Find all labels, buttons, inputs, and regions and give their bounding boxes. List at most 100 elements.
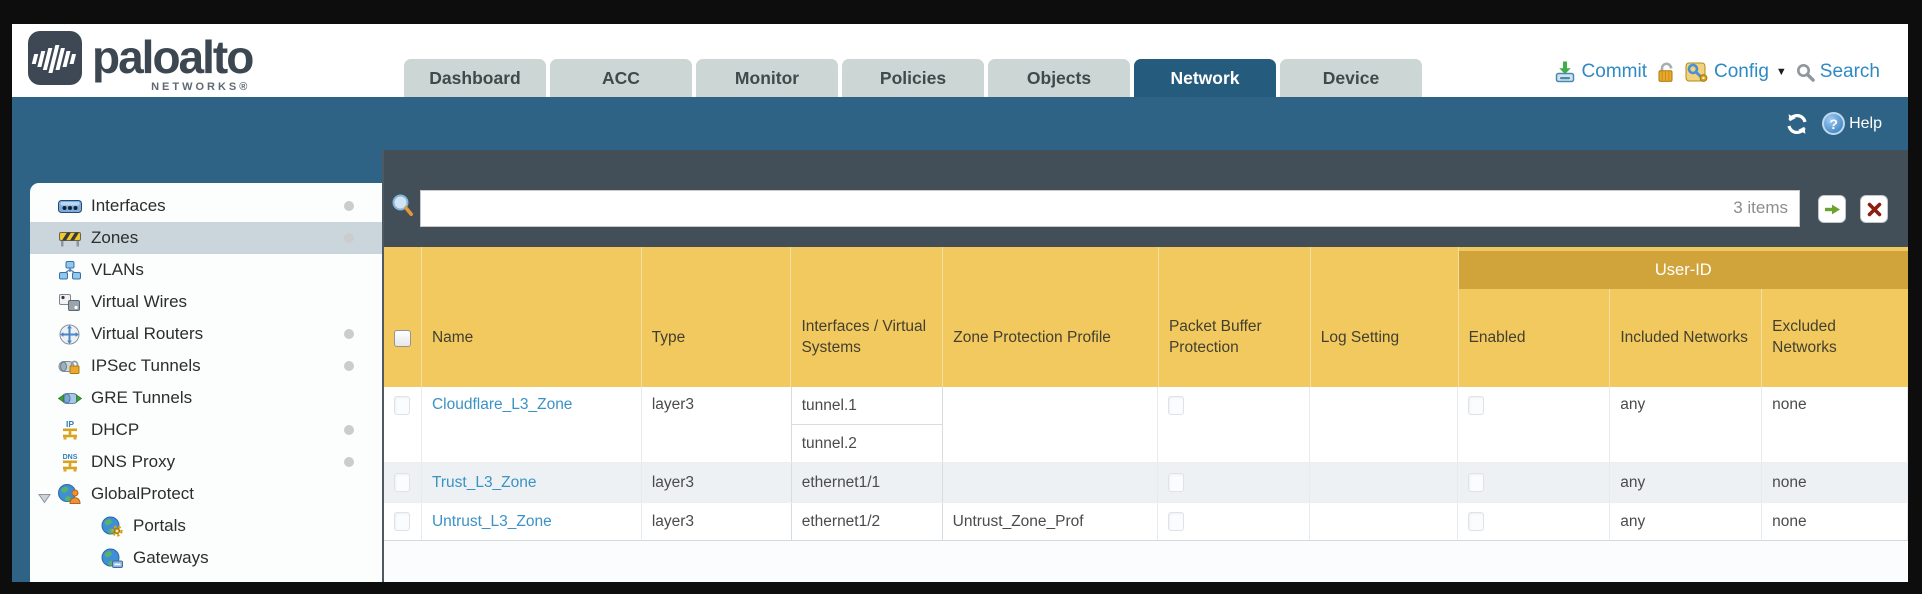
interface-cell: ethernet1/2	[791, 503, 942, 540]
tab-acc[interactable]: ACC	[550, 59, 692, 97]
user-id-enabled-checkbox[interactable]	[1468, 473, 1485, 492]
log-setting	[1310, 463, 1459, 502]
unlock-icon[interactable]	[1656, 61, 1676, 84]
interface-cell: ethernet1/1	[791, 463, 942, 502]
column-header-included-networks[interactable]: Included Networks	[1610, 289, 1763, 387]
header-actions: Commit Config ▼	[1553, 60, 1880, 84]
filter-input[interactable]	[420, 190, 1800, 227]
zone-name-link[interactable]: Trust_L3_Zone	[431, 473, 537, 491]
tab-dashboard[interactable]: Dashboard	[404, 59, 546, 97]
row-checkbox[interactable]	[394, 396, 411, 415]
tab-policies[interactable]: Policies	[842, 59, 984, 97]
tab-device[interactable]: Device	[1280, 59, 1422, 97]
expand-triangle-icon[interactable]	[38, 489, 51, 509]
excluded-networks: none	[1762, 503, 1909, 540]
ipsec-tunnels-icon	[56, 354, 83, 378]
sidebar-item-gateways[interactable]: Gateways	[30, 542, 382, 574]
column-header-name[interactable]: Name	[422, 289, 642, 387]
select-all-cell	[384, 289, 422, 387]
help-button[interactable]: ? Help	[1822, 112, 1882, 135]
filter-bar: 3 items	[384, 150, 1908, 247]
search-button[interactable]: Search	[1796, 61, 1880, 83]
search-label: Search	[1819, 61, 1880, 82]
zone-interfaces: tunnel.1 tunnel.2	[790, 387, 943, 462]
user-id-group-header: User-ID	[1458, 251, 1908, 289]
select-all-checkbox[interactable]	[393, 329, 411, 347]
dhcp-icon: IP	[56, 418, 83, 442]
column-header-excluded-networks[interactable]: Excluded Networks	[1772, 318, 1837, 356]
sidebar-item-ipsec-tunnels[interactable]: IPSec Tunnels	[30, 350, 382, 382]
sidebar-item-interfaces[interactable]: Interfaces	[30, 190, 382, 222]
sidebar-item-zones[interactable]: Zones	[30, 222, 382, 254]
user-id-enabled-checkbox[interactable]	[1468, 512, 1485, 531]
virtual-wires-icon	[56, 290, 83, 314]
column-header-enabled[interactable]: Enabled	[1459, 289, 1611, 387]
sidebar-item-dhcp[interactable]: IP DHCP	[30, 414, 382, 446]
gre-tunnels-icon	[56, 386, 83, 410]
packet-buffer-checkbox[interactable]	[1168, 512, 1185, 531]
zone-interfaces: ethernet1/2	[790, 503, 943, 540]
commit-label: Commit	[1581, 61, 1647, 82]
column-header-interfaces[interactable]: Interfaces / Virtual Systems	[791, 289, 944, 387]
paloalto-logo-icon	[28, 31, 82, 85]
search-icon	[1796, 63, 1815, 82]
sidebar-item-gre-tunnels[interactable]: GRE Tunnels	[30, 382, 382, 414]
sidebar-item-dns-proxy[interactable]: DNS DNS Proxy	[30, 446, 382, 478]
config-icon	[1685, 62, 1708, 82]
config-button[interactable]: Config ▼	[1685, 61, 1787, 83]
zone-name-link[interactable]: Cloudflare_L3_Zone	[431, 396, 573, 413]
column-header-type[interactable]: Type	[642, 289, 792, 387]
zones-panel: 3 items User-ID	[382, 150, 1909, 582]
chevron-down-icon: ▼	[1775, 66, 1787, 78]
user-id-enabled-checkbox[interactable]	[1468, 396, 1485, 415]
sidebar-item-label: IPSec Tunnels	[91, 356, 201, 375]
log-setting	[1310, 503, 1459, 540]
sidebar-item-label: DNS Proxy	[91, 452, 176, 471]
packet-buffer-checkbox[interactable]	[1168, 396, 1185, 415]
included-networks: any	[1610, 463, 1763, 502]
zone-interfaces: ethernet1/1	[790, 463, 943, 502]
virtual-routers-icon	[56, 322, 83, 346]
zone-protection-profile: Untrust_Zone_Prof	[943, 503, 1159, 540]
sidebar-item-label: Portals	[133, 516, 186, 535]
sidebar-item-label: GRE Tunnels	[91, 388, 193, 407]
included-networks: any	[1610, 503, 1763, 540]
log-setting	[1310, 387, 1459, 462]
globalprotect-icon	[56, 482, 83, 506]
dns-proxy-icon: DNS	[56, 450, 83, 474]
portals-icon	[98, 514, 125, 538]
item-count: 3 items	[1733, 198, 1788, 217]
refresh-icon[interactable]	[1785, 113, 1809, 135]
column-header-packet-buffer[interactable]: Packet Buffer Protection	[1159, 289, 1311, 387]
sidebar-item-label: Virtual Routers	[91, 324, 204, 343]
brand-name: paloalto	[92, 31, 254, 83]
table-row: Untrust_L3_Zone layer3 ethernet1/2 Untru…	[384, 503, 1909, 541]
table-header-labels: Name Type Interfaces / Virtual Systems Z…	[384, 289, 1908, 387]
zone-type: layer3	[642, 463, 792, 502]
sidebar-item-portals[interactable]: Portals	[30, 510, 382, 542]
sidebar-item-virtual-routers[interactable]: Virtual Routers	[30, 318, 382, 350]
svg-text:DNS: DNS	[62, 454, 77, 461]
sidebar-item-vlans[interactable]: VLANs	[30, 254, 382, 286]
top-header: paloalto NETWORKS® Dashboard ACC Monitor…	[12, 24, 1908, 97]
tab-monitor[interactable]: Monitor	[696, 59, 838, 97]
sidebar-item-globalprotect[interactable]: GlobalProtect	[30, 478, 382, 510]
packet-buffer-checkbox[interactable]	[1168, 473, 1185, 492]
row-checkbox[interactable]	[394, 512, 411, 531]
column-header-zone-protection[interactable]: Zone Protection Profile	[943, 289, 1159, 387]
row-checkbox[interactable]	[394, 473, 411, 492]
paloalto-logo: paloalto NETWORKS®	[28, 31, 254, 93]
zone-name-link[interactable]: Untrust_L3_Zone	[431, 512, 552, 530]
sidebar-item-virtual-wires[interactable]: Virtual Wires	[30, 286, 382, 318]
sidebar-item-label: Zones	[91, 228, 139, 247]
apply-filter-button[interactable]	[1818, 195, 1846, 223]
tab-network[interactable]: Network	[1134, 59, 1276, 97]
column-header-log-setting[interactable]: Log Setting	[1311, 289, 1459, 387]
status-dot	[344, 457, 354, 467]
status-dot	[344, 425, 354, 435]
table-row: Cloudflare_L3_Zone layer3 tunnel.1 tunne…	[384, 387, 1909, 463]
commit-button[interactable]: Commit	[1553, 60, 1647, 84]
tab-objects[interactable]: Objects	[988, 59, 1130, 97]
sidebar-item-label: VLANs	[91, 260, 144, 279]
clear-filter-button[interactable]	[1860, 195, 1888, 223]
